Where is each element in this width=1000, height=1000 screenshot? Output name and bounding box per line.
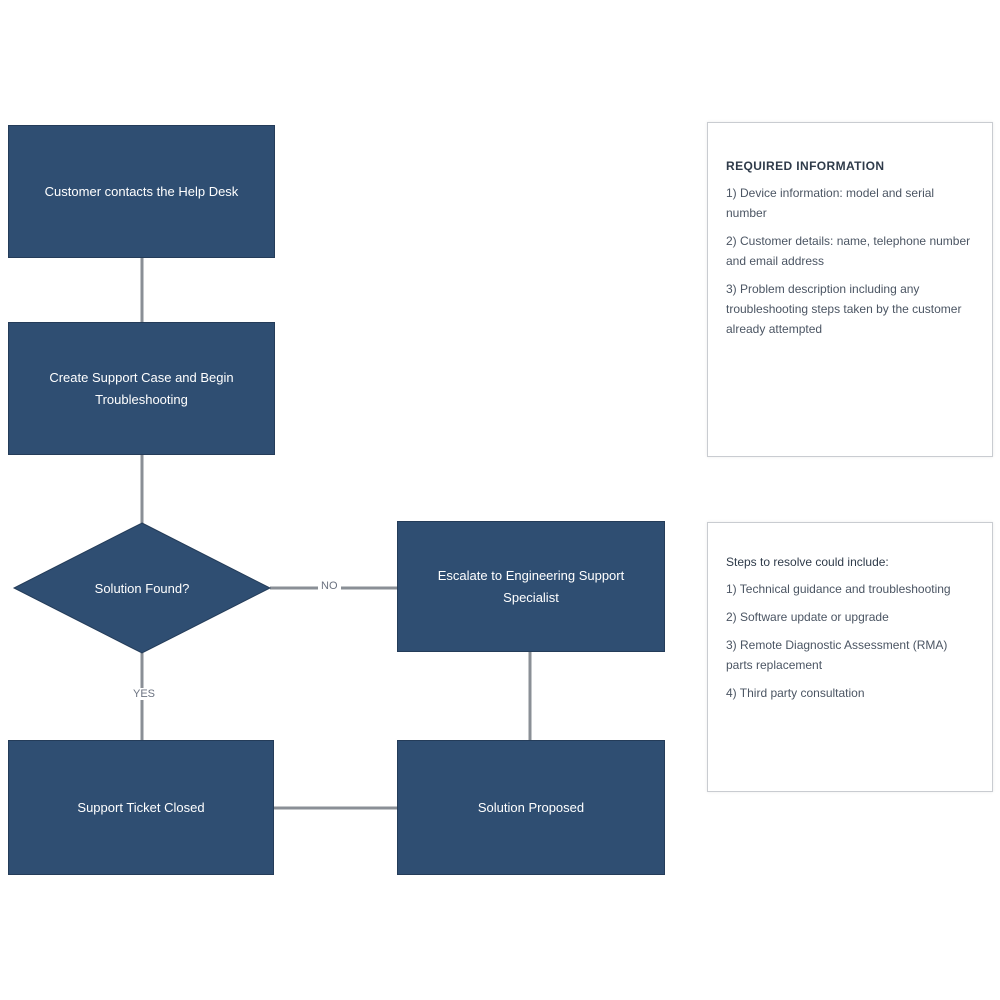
required-information-item: 2) Customer details: name, telephone num… — [726, 234, 971, 268]
required-information-item: 3) Problem description including any tro… — [726, 282, 962, 336]
edge-label-no: NO — [318, 580, 341, 592]
node-solution-proposed[interactable]: Solution Proposed — [397, 740, 665, 875]
steps-to-resolve-lead: Steps to resolve could include: — [726, 555, 889, 569]
steps-to-resolve-item: 3) Remote Diagnostic Assessment (RMA) pa… — [726, 638, 948, 672]
node-start-label: Customer contacts the Help Desk — [44, 183, 239, 199]
required-information-item: 1) Device information: model and serial … — [726, 186, 935, 220]
steps-to-resolve-item: 2) Software update or upgrade — [726, 610, 889, 624]
steps-to-resolve-list: 1) Technical guidance and troubleshootin… — [726, 579, 976, 703]
required-information-title: REQUIRED INFORMATION — [726, 159, 885, 173]
node-support-closed[interactable]: Support Ticket Closed — [8, 740, 274, 875]
decision-diamond[interactable] — [12, 522, 272, 654]
steps-to-resolve-item: 1) Technical guidance and troubleshootin… — [726, 582, 951, 596]
required-information-panel: REQUIRED INFORMATION 1) Device informati… — [707, 122, 993, 457]
node-escalate[interactable]: Escalate to Engineering Support Speciali… — [397, 521, 665, 652]
required-information-list: 1) Device information: model and serial … — [726, 183, 976, 339]
node-create-ticket-label: Create Support Case and Begin Troublesho… — [49, 369, 234, 407]
edge-label-yes: YES — [130, 688, 159, 700]
steps-to-resolve-item: 4) Third party consultation — [726, 686, 865, 700]
node-escalate-label: Escalate to Engineering Support Speciali… — [437, 567, 625, 605]
node-start[interactable]: Customer contacts the Help Desk — [8, 125, 275, 258]
node-create-ticket[interactable]: Create Support Case and Begin Troublesho… — [8, 322, 275, 455]
steps-to-resolve-panel: Steps to resolve could include: 1) Techn… — [707, 522, 993, 792]
node-solution-proposed-label: Solution Proposed — [477, 799, 585, 815]
node-support-closed-label: Support Ticket Closed — [77, 799, 205, 815]
